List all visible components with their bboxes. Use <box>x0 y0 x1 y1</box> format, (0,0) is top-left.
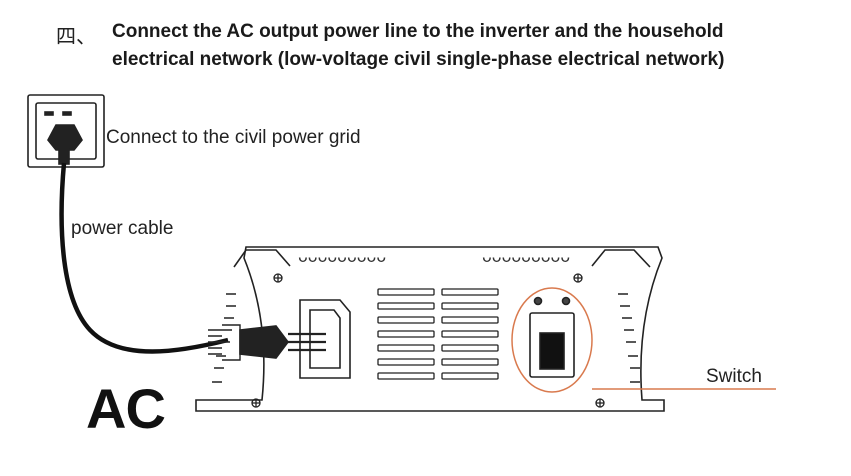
switch-highlight <box>511 287 593 393</box>
grid-label: Connect to the civil power grid <box>106 127 361 148</box>
rocker-switch-icon <box>529 296 575 378</box>
svg-text:ᴗᴗᴗᴗᴗᴗᴗᴗᴗ: ᴗᴗᴗᴗᴗᴗᴗᴗᴗ <box>482 247 570 266</box>
step-number: 四、 <box>56 24 96 48</box>
inverter-device: ᴗᴗᴗᴗᴗᴗᴗᴗᴗ ᴗᴗᴗᴗᴗᴗᴗᴗᴗ <box>195 246 665 412</box>
ac-connector-plug <box>208 324 326 361</box>
svg-text:ᴗᴗᴗᴗᴗᴗᴗᴗᴗ: ᴗᴗᴗᴗᴗᴗᴗᴗᴗ <box>298 247 386 266</box>
switch-label: Switch <box>706 366 762 387</box>
power-cable <box>59 162 229 354</box>
step-title-line-2: electrical network (low-voltage civil si… <box>112 49 725 70</box>
step-title-line-1: Connect the AC output power line to the … <box>112 21 724 42</box>
cable-label: power cable <box>71 218 174 239</box>
power-plug-icon <box>47 124 83 165</box>
ac-output-socket <box>299 299 351 379</box>
ac-label: AC <box>86 377 166 440</box>
